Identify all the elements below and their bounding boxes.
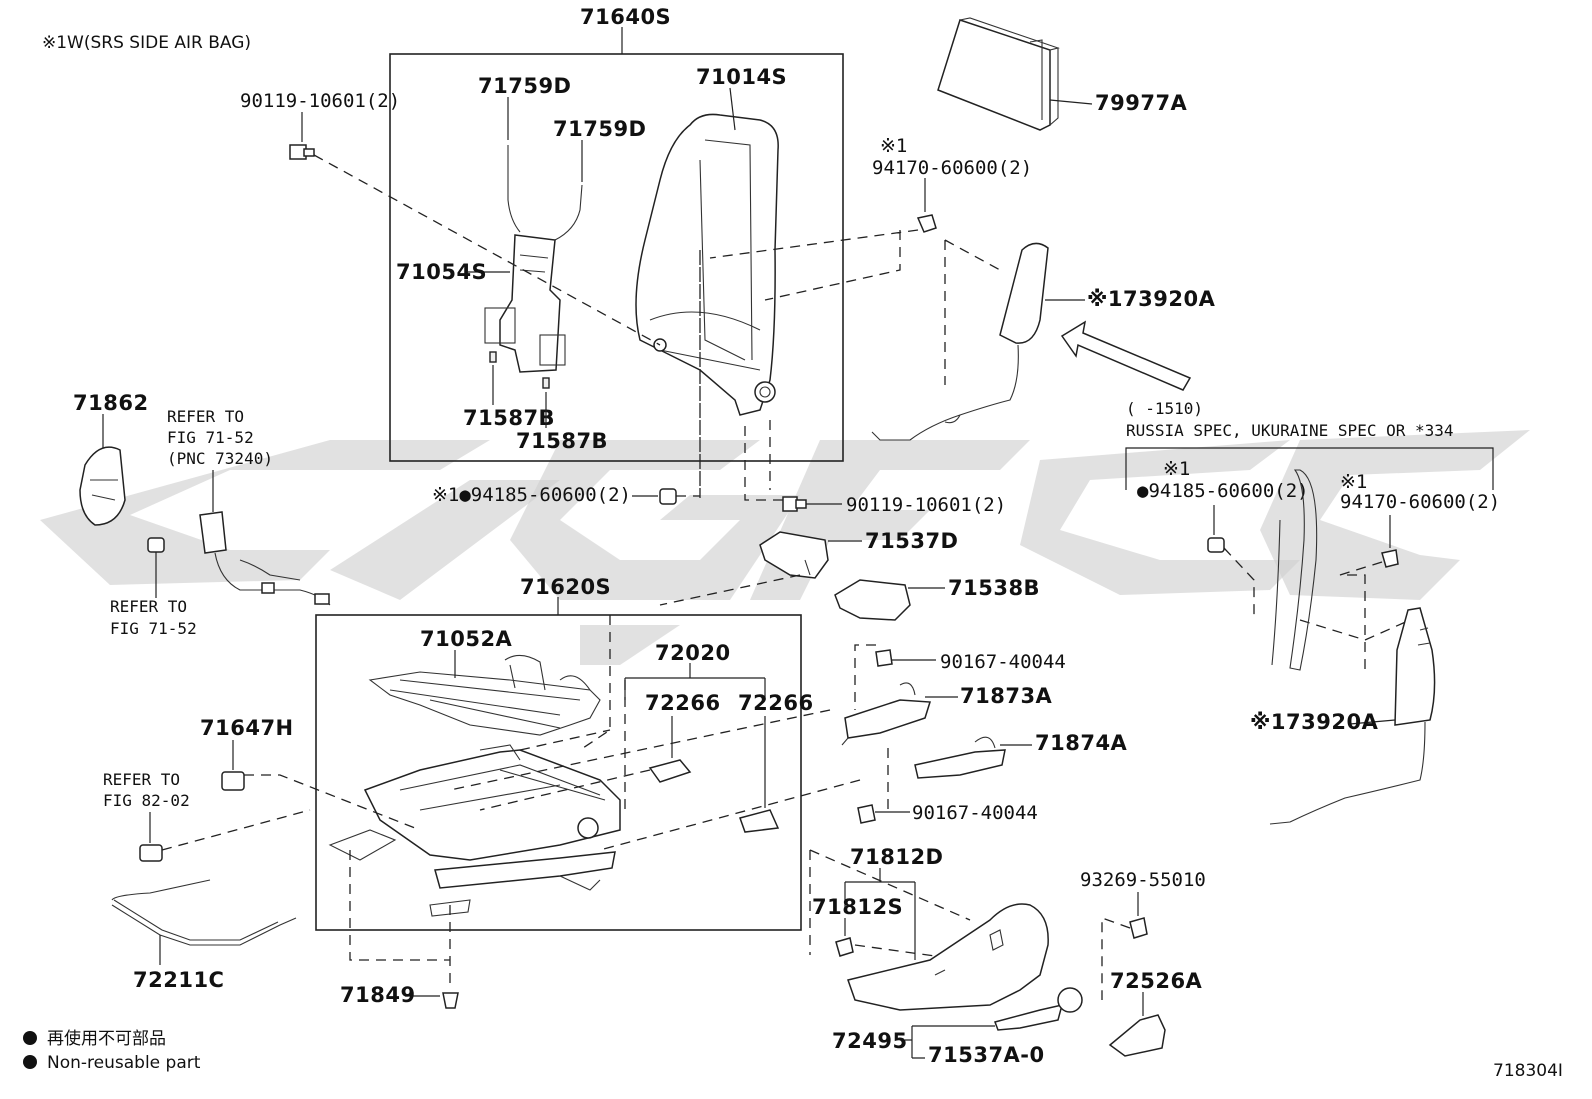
bracket-71538B-part bbox=[834, 579, 911, 621]
label-94170-right: 94170-60600(2) bbox=[1340, 491, 1500, 513]
label-71862: 71862 bbox=[73, 391, 149, 415]
label-71640S: 71640S bbox=[580, 5, 671, 29]
label-71538B: 71538B bbox=[948, 576, 1040, 600]
mark-94170-top: ※1 bbox=[880, 135, 907, 157]
mark-94185-right: ※1 bbox=[1163, 458, 1190, 480]
refer-note-seatbelt-pnc: (PNC 73240) bbox=[167, 449, 273, 468]
refer-note-heater-fig: FIG 82-02 bbox=[103, 791, 190, 810]
cover-72266-a bbox=[648, 759, 692, 783]
side-cover-part bbox=[847, 903, 1049, 1011]
label-73920A-top: ※173920A bbox=[1087, 287, 1216, 311]
refer-note-anchor-top: REFER TO bbox=[110, 597, 187, 616]
clip-94185-mid bbox=[659, 488, 677, 505]
label-94170-top: 94170-60600(2) bbox=[872, 157, 1032, 179]
label-72495: 72495 bbox=[832, 1029, 908, 1053]
bolt-90119-mid bbox=[782, 496, 807, 512]
bracket-71873A-part bbox=[841, 682, 931, 746]
anchor-nut-part bbox=[147, 537, 165, 553]
direction-arrow bbox=[1060, 320, 1192, 391]
side-airbag-right-part bbox=[1269, 607, 1436, 825]
label-71587B-b: 71587B bbox=[516, 429, 608, 453]
legend-en: Non-reusable part bbox=[47, 1053, 201, 1073]
airbag-strip-right bbox=[1271, 469, 1318, 671]
bracket-71537D-part bbox=[759, 531, 829, 579]
cushion-frame-part bbox=[328, 744, 621, 917]
cap-71849-part bbox=[442, 992, 459, 1009]
range-note: ( -1510) bbox=[1126, 399, 1203, 418]
cover-72526A-part bbox=[1108, 1014, 1166, 1057]
cap-heater-part bbox=[139, 844, 163, 862]
refer-note-anchor-fig: FIG 71-52 bbox=[110, 619, 197, 638]
label-71812S: 71812S bbox=[812, 895, 903, 919]
cap-71647H-part bbox=[221, 771, 245, 791]
figure-id: 718304I bbox=[1493, 1061, 1563, 1081]
headrest-part bbox=[937, 17, 1060, 131]
screw-71812S-part bbox=[835, 937, 854, 957]
seatback-frame-part bbox=[635, 113, 779, 416]
label-71052A: 71052A bbox=[420, 627, 513, 651]
label-94185-mid: ※1●94185-60600(2) bbox=[432, 484, 631, 506]
cover-72266-b bbox=[739, 809, 780, 833]
label-71537D: 71537D bbox=[865, 529, 959, 553]
legend-dot-en bbox=[23, 1055, 37, 1069]
label-93269: 93269-55010 bbox=[1080, 869, 1206, 891]
label-71587B-a: 71587B bbox=[463, 406, 555, 430]
label-71014S: 71014S bbox=[696, 65, 787, 89]
bolt-90167-b bbox=[857, 804, 876, 824]
label-71849: 71849 bbox=[340, 983, 416, 1007]
label-72266-a: 72266 bbox=[645, 691, 721, 715]
header-note: ※1W(SRS SIDE AIR BAG) bbox=[42, 33, 251, 53]
bolt-90119-top bbox=[289, 144, 315, 160]
mark-94170-right: ※1 bbox=[1340, 471, 1367, 493]
label-71759D-b: 71759D bbox=[553, 117, 647, 141]
lumbar-support-part bbox=[484, 145, 583, 389]
refer-note-seatbelt-top: REFER TO bbox=[167, 407, 244, 426]
label-90167-a: 90167-40044 bbox=[940, 651, 1066, 673]
label-71812D: 71812D bbox=[850, 845, 944, 869]
label-72211C: 72211C bbox=[133, 968, 224, 992]
label-71874A: 71874A bbox=[1035, 731, 1128, 755]
spring-71052A-part bbox=[368, 654, 601, 736]
label-71647H: 71647H bbox=[200, 716, 294, 740]
wire-72211C-part bbox=[111, 879, 297, 946]
label-90167-b: 90167-40044 bbox=[912, 802, 1038, 824]
label-90119-mid: 90119-10601(2) bbox=[846, 494, 1006, 516]
label-71054S: 71054S bbox=[396, 260, 487, 284]
label-71759D-a: 71759D bbox=[478, 74, 572, 98]
label-73920A-right: ※173920A bbox=[1250, 710, 1379, 734]
label-72526A: 72526A bbox=[1110, 969, 1203, 993]
seatback-assembly-box bbox=[389, 53, 844, 462]
bracket-71874A-part bbox=[914, 736, 1006, 779]
label-72020: 72020 bbox=[655, 641, 731, 665]
label-72266-b: 72266 bbox=[738, 691, 814, 715]
trim-71862-part bbox=[79, 446, 126, 526]
knob-71537A-part bbox=[994, 987, 1083, 1031]
label-79977A: 79977A bbox=[1095, 91, 1188, 115]
label-90119-top: 90119-10601(2) bbox=[240, 90, 400, 112]
seatbelt-buckle-part bbox=[199, 511, 331, 606]
clip-94170-right bbox=[1381, 549, 1399, 568]
bolt-90167-a bbox=[875, 649, 893, 667]
refer-note-seatbelt-fig: FIG 71-52 bbox=[167, 428, 254, 447]
spec-note: RUSSIA SPEC, UKURAINE SPEC OR *334 bbox=[1126, 421, 1454, 440]
label-71873A: 71873A bbox=[960, 684, 1053, 708]
label-71537A: 71537A-0 bbox=[928, 1043, 1045, 1067]
label-71620S: 71620S bbox=[520, 575, 611, 599]
legend-dot-jp bbox=[23, 1031, 37, 1045]
refer-note-heater-top: REFER TO bbox=[103, 770, 180, 789]
side-airbag-top-part bbox=[871, 242, 1049, 441]
legend-jp: 再使用不可部品 bbox=[47, 1028, 166, 1049]
legend: 再使用不可部品 Non-reusable part bbox=[23, 1028, 201, 1073]
clip-94170-top bbox=[916, 214, 937, 233]
label-94185-right: ●94185-60600(2) bbox=[1137, 480, 1309, 502]
clip-94185-right bbox=[1207, 537, 1225, 553]
screw-93269-part bbox=[1129, 917, 1148, 939]
